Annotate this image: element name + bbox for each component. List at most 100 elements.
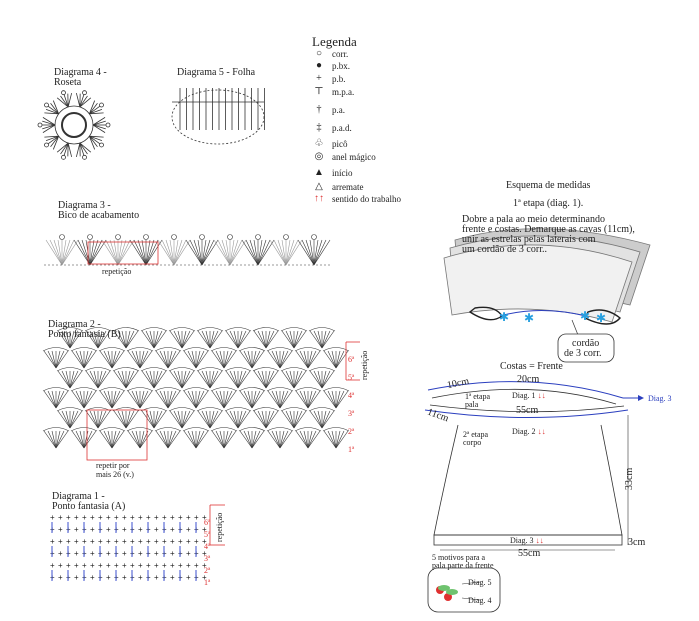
measures-instr-3: unir as estrelas pelas laterais com — [462, 234, 596, 245]
svg-text:+: + — [82, 561, 87, 570]
diag1-label: Diag. 1 ↓↓ — [512, 391, 546, 400]
svg-text:+: + — [186, 513, 191, 522]
diag3-side-label: Diag. 3 — [648, 394, 672, 403]
legend-item: ♧picô — [312, 138, 348, 149]
diagram5-title: Diagrama 5 - Folha — [177, 67, 256, 78]
measure-20cm: 20cm — [517, 374, 540, 385]
legend-label: arremate — [332, 181, 364, 192]
diagram2-row-number: 4ª — [348, 391, 355, 400]
svg-text:+: + — [170, 537, 175, 546]
diagram1-subtitle: Ponto fantasia (A) — [52, 501, 126, 512]
motifs-label-2: pala parte da frente — [432, 561, 494, 570]
stage1-label-2: pala — [465, 400, 479, 409]
svg-text:+: + — [90, 537, 95, 546]
svg-text:+: + — [202, 537, 207, 546]
svg-text:+: + — [138, 549, 143, 558]
legend-symbol-icon: ↑↑ — [314, 193, 324, 204]
diagram3-subtitle: Bico de acabamento — [58, 210, 140, 221]
legend-label: p.b. — [332, 73, 346, 84]
svg-text:+: + — [122, 525, 127, 534]
rosette-diagram — [37, 90, 111, 160]
diagram2-row-number: 2ª — [348, 427, 355, 436]
svg-text:+: + — [74, 549, 79, 558]
fan-stitch-diagram — [42, 327, 350, 449]
svg-text:+: + — [74, 513, 79, 522]
svg-text:+: + — [106, 537, 111, 546]
svg-text:+: + — [130, 561, 135, 570]
legend-item: +p.b. — [312, 73, 346, 84]
svg-text:+: + — [50, 561, 55, 570]
svg-text:+: + — [114, 561, 119, 570]
svg-text:+: + — [194, 513, 199, 522]
measure-55cm-top: 55cm — [516, 405, 539, 416]
svg-text:+: + — [106, 513, 111, 522]
measures-instr-2: frente e costas. Demarque as cavas (11cm… — [462, 224, 635, 235]
svg-text:+: + — [154, 525, 159, 534]
diag4-label: Diag. 4 — [468, 596, 492, 605]
legend-item: ⊤m.p.a. — [312, 86, 354, 97]
cord-label-1: cordão — [572, 338, 600, 349]
legend-symbol-icon: ♧ — [314, 138, 324, 149]
svg-text:+: + — [162, 561, 167, 570]
svg-text:+: + — [114, 513, 119, 522]
svg-text:+: + — [90, 513, 95, 522]
diagram2-title: Diagrama 2 - — [48, 319, 101, 330]
legend-label: p.bx. — [332, 60, 350, 71]
legend-item: ◎anel mágico — [312, 151, 376, 162]
svg-text:+: + — [154, 561, 159, 570]
svg-text:+: + — [202, 513, 207, 522]
svg-text:+: + — [66, 561, 71, 570]
svg-text:+: + — [170, 549, 175, 558]
svg-text:+: + — [162, 537, 167, 546]
diagram1-row-number: 4ª — [204, 542, 211, 551]
svg-text:+: + — [50, 537, 55, 546]
diagram2-row-number: 3ª — [348, 409, 355, 418]
diag5-label: Diag. 5 — [468, 578, 492, 587]
svg-text:+: + — [74, 561, 79, 570]
svg-text:+: + — [106, 573, 111, 582]
diagram2-row-number: 6ª — [348, 355, 355, 364]
svg-text:+: + — [170, 525, 175, 534]
diag3-bottom-label: Diag. 3 ↓↓ — [510, 536, 544, 545]
svg-text:+: + — [66, 513, 71, 522]
svg-text:+: + — [154, 537, 159, 546]
diagram2-repeat-note-2: mais 26 (v.) — [96, 470, 134, 479]
diagram2-row-number: 5ª — [348, 373, 355, 382]
svg-text:+: + — [202, 549, 207, 558]
svg-text:+: + — [90, 549, 95, 558]
svg-text:+: + — [146, 513, 151, 522]
diagram1-repeat-label: repetição — [215, 512, 224, 542]
svg-text:+: + — [154, 513, 159, 522]
cord-label-2: de 3 corr. — [564, 348, 602, 359]
svg-text:+: + — [186, 537, 191, 546]
svg-text:+: + — [122, 573, 127, 582]
legend-symbol-icon: † — [316, 104, 322, 115]
svg-text:+: + — [74, 525, 79, 534]
svg-text:+: + — [202, 573, 207, 582]
svg-text:+: + — [178, 537, 183, 546]
svg-text:+: + — [194, 561, 199, 570]
diagram3-repeat-label: repetição — [102, 267, 132, 276]
legend-symbol-icon: ◎ — [314, 151, 324, 162]
svg-text:+: + — [178, 513, 183, 522]
svg-text:+: + — [58, 561, 63, 570]
diag2-label: Diag. 2 ↓↓ — [512, 427, 546, 436]
diagram1-title: Diagrama 1 - — [52, 491, 105, 502]
svg-text:+: + — [82, 537, 87, 546]
back-front-label: Costas = Frente — [500, 361, 563, 372]
diagram2-row-number: 1ª — [348, 445, 355, 454]
diagram2-repeat-label: repetição — [360, 350, 369, 380]
legend-item: ▲início — [312, 167, 352, 178]
yoke-sketch: ✱ ✱ ✱ ✱ — [443, 228, 651, 363]
measure-33cm: 33cm — [624, 467, 635, 490]
svg-text:+: + — [122, 561, 127, 570]
diagram1-row-number: 2ª — [204, 566, 211, 575]
diagram3-title: Diagrama 3 - — [58, 200, 111, 211]
svg-text:✱: ✱ — [499, 310, 509, 324]
svg-text:+: + — [178, 561, 183, 570]
motifs-label-1: 5 motivos para a — [432, 553, 486, 562]
svg-text:+: + — [58, 513, 63, 522]
legend-item: ○corr. — [312, 48, 348, 59]
svg-text:+: + — [98, 561, 103, 570]
